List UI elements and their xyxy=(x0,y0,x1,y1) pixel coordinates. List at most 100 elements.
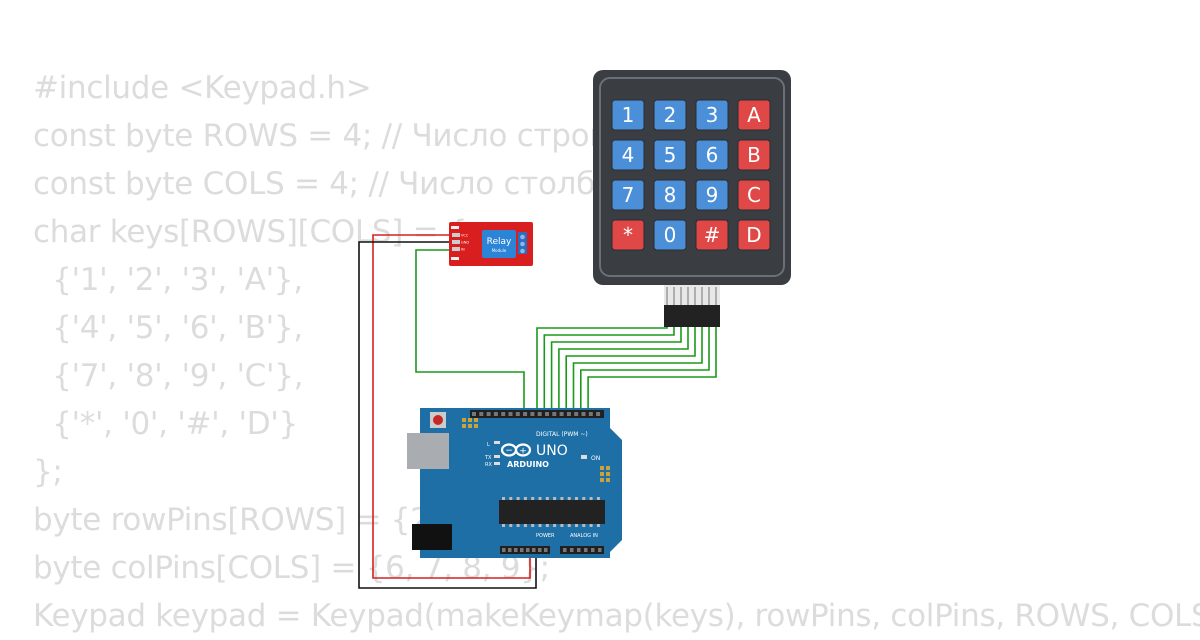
header-pin[interactable] xyxy=(472,412,476,416)
code-line: byte colPins[COLS] = {6, 7, 8, 9}; xyxy=(33,550,550,586)
header-pin[interactable] xyxy=(563,548,567,552)
icsp-pin xyxy=(606,466,610,470)
header-pin[interactable] xyxy=(526,548,530,552)
arduino-uno[interactable]: DIGITAL (PWM ~) − + UNO ARDUINO ON TX RX… xyxy=(407,408,622,558)
keypad-key[interactable] xyxy=(737,139,771,171)
keypad-key[interactable] xyxy=(611,179,645,211)
keypad-key[interactable] xyxy=(653,139,687,171)
chip-pin xyxy=(502,497,505,500)
on-label: ON xyxy=(591,455,600,462)
chip-pin xyxy=(509,497,513,500)
header-pin[interactable] xyxy=(508,412,513,416)
chip-pin xyxy=(545,497,549,500)
header-pin[interactable] xyxy=(544,548,548,552)
chip-pins xyxy=(502,497,600,527)
header-pin[interactable] xyxy=(574,412,579,416)
chip-pin xyxy=(596,497,600,500)
chip-pin xyxy=(567,524,571,527)
keypad-connector[interactable] xyxy=(664,305,720,327)
relay-module[interactable]: Relay Module VCC GND IN xyxy=(449,222,533,266)
icsp-pin xyxy=(474,418,478,422)
wire-green xyxy=(572,327,703,412)
header-pin[interactable] xyxy=(537,412,542,416)
analog-header[interactable] xyxy=(560,546,604,554)
keypad-key[interactable] xyxy=(653,219,687,251)
chip-pin xyxy=(589,497,593,500)
header-pin[interactable] xyxy=(588,412,593,416)
keypad-key[interactable] xyxy=(695,179,729,211)
wire-green xyxy=(415,249,525,412)
header-pin[interactable] xyxy=(591,548,595,552)
header-pin[interactable] xyxy=(493,412,498,416)
header-pin[interactable] xyxy=(514,548,518,552)
header-pin[interactable] xyxy=(508,548,512,552)
keypad-key-label: 6 xyxy=(706,143,719,167)
header-pin[interactable] xyxy=(584,548,588,552)
header-pin[interactable] xyxy=(486,412,491,416)
header-pin[interactable] xyxy=(501,412,506,416)
on-led xyxy=(581,455,587,459)
header-pin[interactable] xyxy=(552,412,557,416)
relay-pin[interactable] xyxy=(452,247,460,251)
keypad-key[interactable] xyxy=(695,219,729,251)
chip-pin xyxy=(516,497,520,500)
keypad-ribbon xyxy=(664,285,720,305)
keypad-key[interactable] xyxy=(653,99,687,131)
wires xyxy=(358,234,717,589)
header-pin[interactable] xyxy=(532,548,536,552)
keypad-key[interactable] xyxy=(611,219,645,251)
rx-led xyxy=(494,462,500,465)
header-pin[interactable] xyxy=(570,548,574,552)
header-pin[interactable] xyxy=(577,548,581,552)
keypad-key-label: * xyxy=(623,223,633,247)
header-pin[interactable] xyxy=(520,548,524,552)
header-pin[interactable] xyxy=(502,548,506,552)
relay-pin[interactable] xyxy=(452,233,460,237)
chip-pin xyxy=(545,524,549,527)
digital-label: DIGITAL (PWM ~) xyxy=(536,431,588,438)
icsp-pin xyxy=(606,472,610,476)
chip-pin xyxy=(560,524,564,527)
header-pin[interactable] xyxy=(596,412,601,416)
header-pin[interactable] xyxy=(530,412,535,416)
header-pin[interactable] xyxy=(515,412,520,416)
relay-sublabel: Module xyxy=(492,248,507,253)
chip-pin xyxy=(531,524,535,527)
keypad-key[interactable] xyxy=(737,179,771,211)
header-pin[interactable] xyxy=(523,412,528,416)
keypad-key-label: 1 xyxy=(622,103,635,127)
keypad-key[interactable] xyxy=(737,219,771,251)
chip-pin xyxy=(553,497,557,500)
model-label: UNO xyxy=(536,443,568,459)
keypad-key[interactable] xyxy=(611,99,645,131)
keypad-key[interactable] xyxy=(653,179,687,211)
header-pin[interactable] xyxy=(566,412,571,416)
header-pin[interactable] xyxy=(559,412,564,416)
chip-pin xyxy=(596,524,600,527)
header-pin[interactable] xyxy=(581,412,586,416)
keypad-ribbon-lines xyxy=(666,287,717,305)
keypad-key[interactable] xyxy=(611,139,645,171)
digital-header[interactable] xyxy=(470,410,604,418)
icsp-pin xyxy=(600,472,604,476)
header-pin[interactable] xyxy=(598,548,602,552)
keypad-key[interactable] xyxy=(695,99,729,131)
keypad-key-label: 5 xyxy=(664,143,677,167)
tx-label: TX xyxy=(484,455,492,461)
keypad-key[interactable] xyxy=(737,99,771,131)
code-line: {'1', '2', '3', 'A'}, xyxy=(33,262,303,298)
code-line: const byte ROWS = 4; // Число строк xyxy=(33,118,608,154)
reset-button[interactable] xyxy=(433,415,443,425)
icsp-pin xyxy=(468,418,472,422)
header-pin[interactable] xyxy=(538,548,542,552)
relay-pin[interactable] xyxy=(452,240,460,244)
header-pin[interactable] xyxy=(545,412,549,416)
power-header[interactable] xyxy=(500,546,550,554)
header-pin[interactable] xyxy=(479,412,484,416)
power-jack xyxy=(412,524,452,550)
keypad-key-label: 4 xyxy=(622,143,635,167)
keypad-key[interactable] xyxy=(695,139,729,171)
terminal-screw xyxy=(520,234,525,240)
